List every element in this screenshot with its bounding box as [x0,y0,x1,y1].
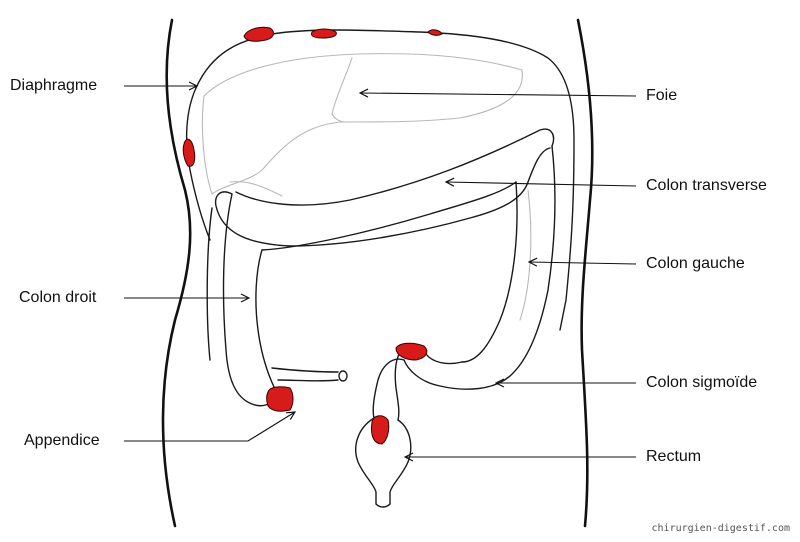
appendice-outline [271,367,339,382]
liver-outline [201,53,523,195]
body-outline-left [161,18,192,528]
colon-transverse-outline [214,147,551,247]
label-colon-gauche: Colon gauche [646,255,745,272]
colon-gauche-outline [509,145,556,377]
lesion-diaphragm-1 [243,26,274,42]
site-credit: chirurgien-digestif.com [651,523,790,534]
diaphragm-outline [195,29,575,331]
arrow-appendice [124,412,295,442]
label-colon-transverse: Colon transverse [646,177,767,194]
colon-transverse-top [235,128,555,206]
label-colon-droit: Colon droit [19,289,97,306]
colon-droit-inner [206,207,213,361]
colon-gauche-crease [519,189,532,321]
colon-sigmoide-outline [403,359,511,390]
arrow-foie [360,93,637,96]
appendice-tip [338,370,348,382]
label-foie: Foie [646,87,678,104]
abdominal-wall-left [185,87,211,241]
rectum-anus [375,503,391,508]
body-outline-right [576,18,594,528]
lesion-flank [182,138,196,167]
label-rectum: Rectum [646,448,702,465]
lesion-appendice [266,386,294,412]
lesion-rectum [371,415,390,445]
label-diaphragme: Diaphragme [10,77,98,94]
rectum-outline [355,417,412,505]
liver-underline [229,181,283,197]
colon-gauche-inner [461,181,518,363]
lesion-sigmoide [395,342,428,361]
colon-droit-outline [222,193,279,407]
label-colon-sigmoide: Colon sigmoïde [646,374,758,391]
arrow-colon-transverse [446,182,637,186]
colon-transverse-mid [261,181,517,251]
arrow-colon-gauche [529,262,637,264]
lesion-diaphragm-2 [311,28,337,39]
lesion-diaphragm-3 [427,29,443,36]
colon-sigmoide-inner [425,353,463,365]
liver-lobe-line [331,57,353,123]
label-appendice: Appendice [24,432,100,449]
